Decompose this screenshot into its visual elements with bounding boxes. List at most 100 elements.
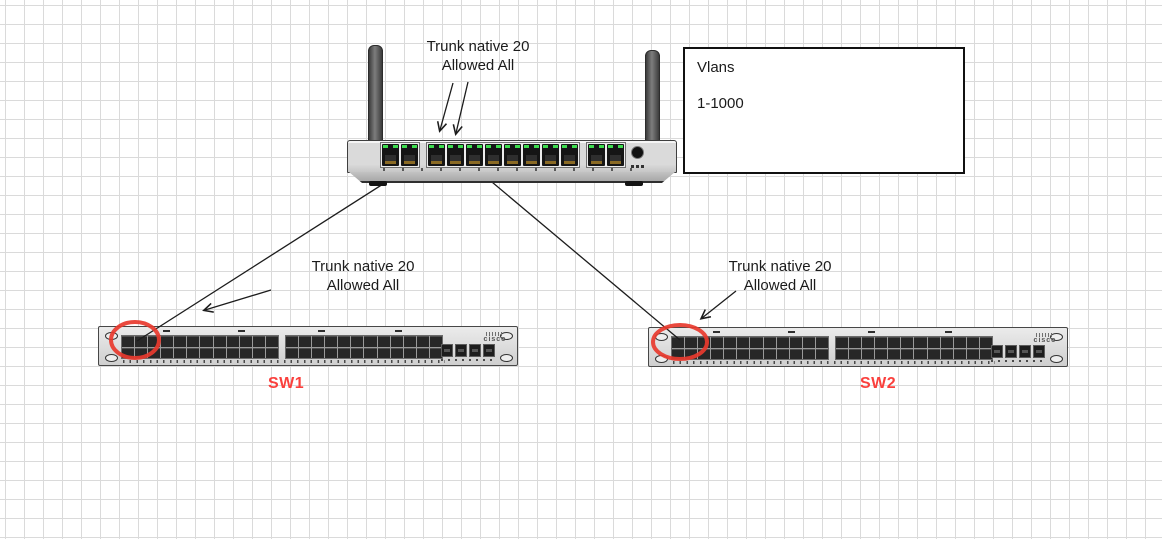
ethernet-port-icon [953, 348, 966, 359]
port-number-marker [945, 331, 952, 333]
screw-hole-icon [1050, 355, 1063, 363]
switch-port-labels [673, 361, 995, 364]
ethernet-port-icon [542, 144, 559, 166]
sfp-port-icon [455, 344, 467, 357]
ethernet-port-icon [763, 348, 776, 359]
ethernet-port-icon [226, 347, 239, 358]
ethernet-port-icon [789, 348, 802, 359]
router-antenna-left [368, 45, 383, 150]
ethernet-port-icon [187, 336, 200, 347]
sfp-port-group [991, 345, 1045, 358]
ethernet-port-icon [588, 144, 605, 166]
ethernet-port-icon [966, 348, 979, 359]
ethernet-port-icon [802, 337, 815, 348]
ethernet-port-icon [940, 348, 953, 359]
ethernet-port-icon [849, 337, 862, 348]
ethernet-port-icon [325, 336, 338, 347]
sw1-trunk-label-line2: Allowed All [326, 277, 400, 294]
ethernet-port-icon [148, 347, 161, 358]
sw2-trunk-label[interactable]: Trunk native 20 Allowed All [700, 257, 860, 295]
sw1-trunk-label[interactable]: Trunk native 20 Allowed All [283, 257, 443, 295]
ethernet-port-icon [447, 144, 464, 166]
ethernet-port-icon [763, 337, 776, 348]
ethernet-port-icon [711, 337, 724, 348]
router-port-groups [380, 142, 626, 168]
switch-port-block [835, 336, 993, 360]
ethernet-port-icon [377, 336, 390, 347]
switch-sw2-device[interactable]: cisco [648, 327, 1068, 367]
ethernet-port-icon [901, 337, 914, 348]
sfp-port-labels [991, 360, 1045, 362]
ethernet-port-icon [561, 144, 578, 166]
ethernet-port-icon [148, 336, 161, 347]
ethernet-port-icon [174, 347, 187, 358]
sw2-trunk-label-line2: Allowed All [743, 277, 817, 294]
ethernet-port-icon [299, 336, 312, 347]
ethernet-port-icon [737, 348, 750, 359]
ethernet-port-icon [200, 336, 213, 347]
ethernet-port-icon [299, 347, 312, 358]
ethernet-port-icon [312, 347, 325, 358]
ethernet-port-icon [815, 337, 828, 348]
ethernet-port-icon [403, 336, 416, 347]
ethernet-port-icon [698, 348, 711, 359]
sfp-port-icon [1005, 345, 1017, 358]
ethernet-port-icon [776, 337, 789, 348]
cisco-logo: cisco [482, 332, 508, 343]
ethernet-port-icon [351, 347, 364, 358]
ethernet-port-icon [979, 337, 992, 348]
ethernet-port-icon [953, 337, 966, 348]
cisco-bars-icon [1036, 333, 1054, 337]
sw1-trunk-arrow[interactable] [202, 289, 272, 313]
router-port-group [426, 142, 580, 168]
sfp-port-icon [1019, 345, 1031, 358]
ethernet-port-icon [429, 347, 442, 358]
switch-sw1-device[interactable]: cisco [98, 326, 518, 366]
sw2-trunk-arrow[interactable] [699, 290, 737, 320]
ethernet-port-icon [504, 144, 521, 166]
ethernet-port-icon [698, 337, 711, 348]
sfp-port-icon [483, 344, 495, 357]
ethernet-port-icon [685, 337, 698, 348]
ethernet-port-icon [286, 347, 299, 358]
ethernet-port-icon [135, 336, 148, 347]
sw1-name-label[interactable]: SW1 [268, 375, 305, 392]
port-number-marker [238, 330, 245, 332]
ethernet-port-icon [416, 347, 429, 358]
ethernet-port-icon [429, 336, 442, 347]
switch-port-block [285, 335, 443, 359]
router-power-dots [631, 165, 645, 168]
ethernet-port-icon [122, 347, 135, 358]
router-port-group [586, 142, 626, 168]
sfp-port-icon [1033, 345, 1045, 358]
ethernet-port-icon [927, 348, 940, 359]
ethernet-port-icon [187, 347, 200, 358]
ethernet-port-icon [428, 144, 445, 166]
ethernet-port-icon [213, 336, 226, 347]
screw-hole-icon [1050, 333, 1063, 341]
screw-hole-icon [105, 354, 118, 362]
ethernet-port-icon [135, 347, 148, 358]
router-port-labels [383, 168, 633, 171]
sw1-trunk-label-line1: Trunk native 20 [311, 258, 415, 275]
router-foot [625, 181, 643, 186]
vlans-box[interactable]: Vlans 1-1000 [683, 47, 965, 174]
ethernet-port-icon [888, 337, 901, 348]
ethernet-port-icon [940, 337, 953, 348]
ethernet-port-icon [382, 144, 399, 166]
ethernet-port-icon [901, 348, 914, 359]
sw2-name-label[interactable]: SW2 [860, 375, 897, 392]
ethernet-port-icon [607, 144, 624, 166]
ethernet-port-icon [364, 347, 377, 358]
ethernet-port-icon [672, 337, 685, 348]
screw-hole-icon [655, 333, 668, 341]
router-trunk-label[interactable]: Trunk native 20 Allowed All [397, 37, 559, 75]
switch-port-labels [123, 360, 445, 363]
ethernet-port-icon [390, 336, 403, 347]
ethernet-port-icon [776, 348, 789, 359]
ethernet-port-icon [239, 347, 252, 358]
ethernet-port-icon [750, 337, 763, 348]
ethernet-port-icon [737, 337, 750, 348]
ethernet-port-icon [265, 347, 278, 358]
ethernet-port-icon [265, 336, 278, 347]
